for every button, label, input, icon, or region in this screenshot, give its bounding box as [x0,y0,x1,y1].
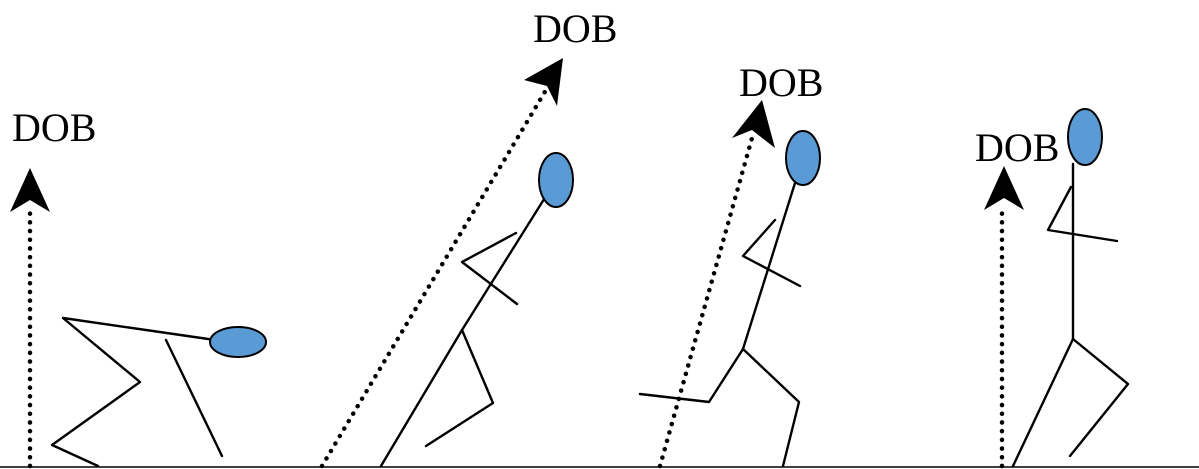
stick-figure-2-torso [460,194,548,332]
stick-figure-4-head [1067,108,1103,166]
figure-4: DOB [975,108,1130,469]
stick-figure-1-arm [164,338,224,458]
dob-label-4: DOB [975,125,1059,170]
stick-figure-4-leg-front [1068,337,1130,458]
stick-figure-1-body [50,316,224,468]
dob-arrowhead-2 [524,58,563,106]
dob-arrowhead-3 [732,100,775,148]
stick-figure-1 [50,316,267,468]
stick-figure-3 [638,130,821,468]
stick-figure-4-arm [1046,185,1119,243]
stick-figure-3-head [785,130,821,186]
figure-1: DOB [10,105,267,469]
stick-figure-2-leg-back [379,328,464,468]
dob-arrow-shaft-3 [657,135,755,469]
dob-label-3: DOB [739,60,823,105]
stick-figure-3-arm [741,218,802,288]
stick-figure-2 [379,152,574,468]
dob-label-1: DOB [12,105,96,150]
stick-figure-3-leg-back [638,347,745,404]
figure-3: DOB [638,60,823,469]
stick-figure-1-head [209,326,267,358]
stick-figure-4-leg-back [1011,337,1075,468]
stick-figure-2-leg-front [424,328,495,448]
stick-figure-2-head [538,152,574,208]
stick-figure-2-arm [460,231,519,306]
dob-arrowhead-1 [10,168,50,212]
stick-figure-3-leg-front [741,347,801,468]
figure-2: DOB [319,6,617,469]
stick-figure-3-torso [741,181,797,351]
dob-label-2: DOB [533,6,617,51]
dob-arrowhead-4 [984,166,1024,210]
dob-arrow-shaft-2 [319,87,549,469]
stick-figure-4 [1011,108,1130,468]
